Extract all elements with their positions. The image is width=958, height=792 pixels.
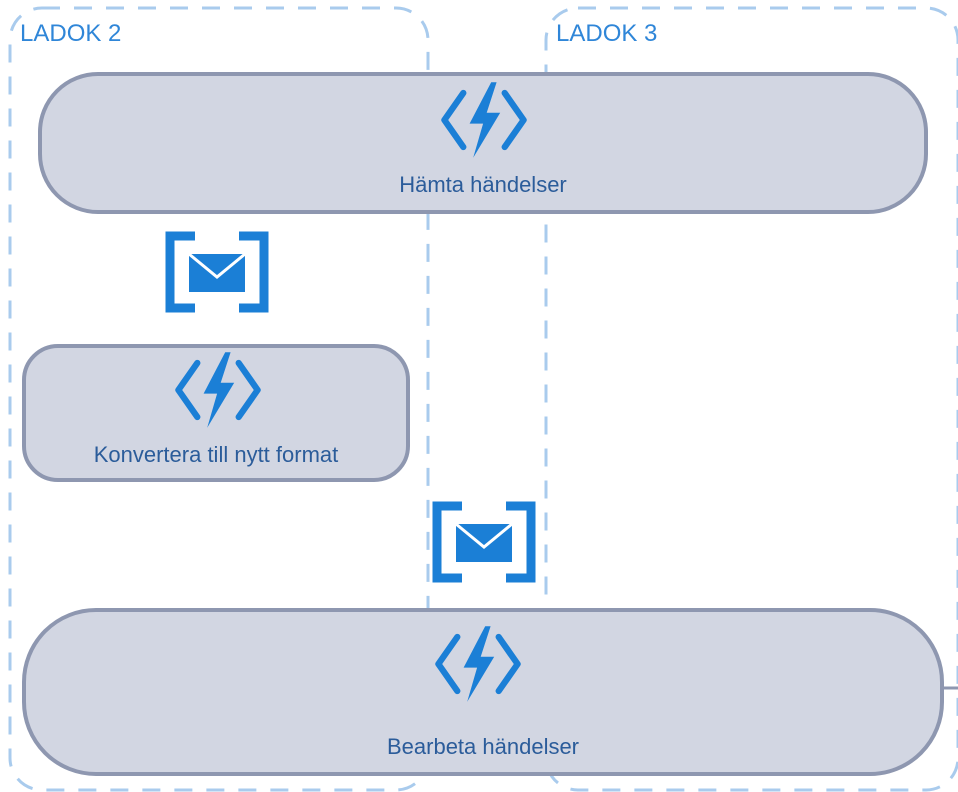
lane-ladok3	[544, 6, 958, 792]
lane-ladok2	[8, 6, 430, 792]
node-label-konvertera: Konvertera till nytt format	[93, 442, 339, 467]
queue-message-icon	[437, 506, 531, 578]
node-bearbeta-handelser[interactable]	[22, 608, 944, 776]
node-label-hamta: Hämta händelser	[399, 172, 567, 197]
queue-message-icon	[170, 236, 264, 308]
lane-label-ladok3: LADOK 3	[556, 20, 658, 47]
node-hamta-handelser[interactable]	[38, 72, 928, 214]
lane-label-ladok2: LADOK 2	[20, 20, 122, 47]
node-label-bearbeta: Bearbeta händelser	[386, 734, 580, 759]
